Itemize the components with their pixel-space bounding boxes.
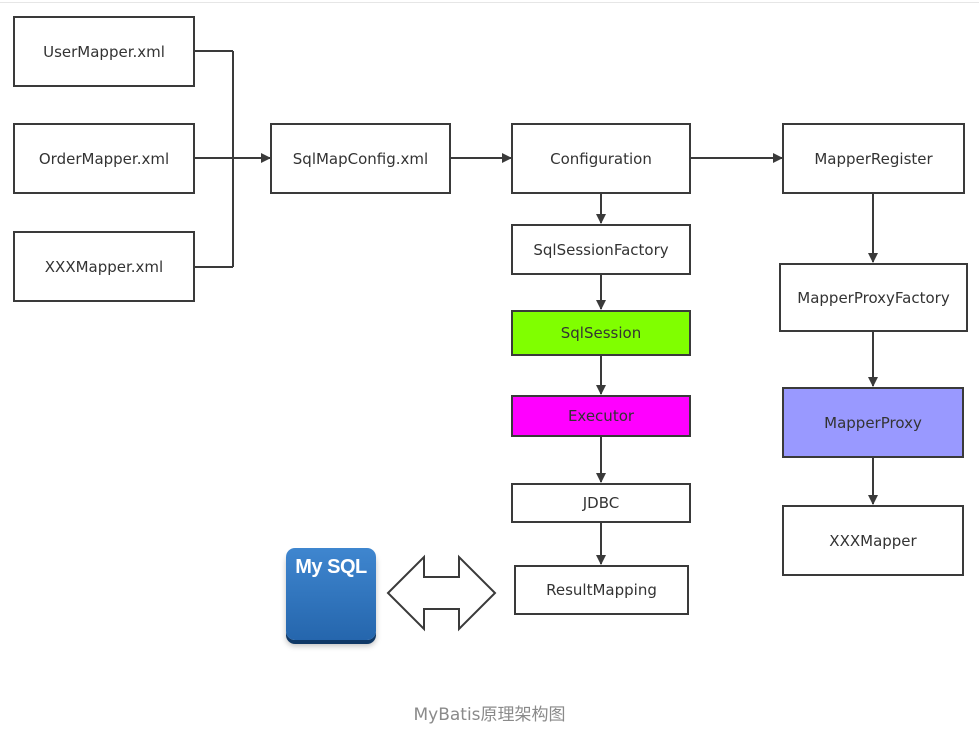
node-mapperregister: MapperRegister (782, 123, 965, 194)
diagram-caption: MyBatis原理架构图 (413, 705, 566, 725)
node-xxxmapper-xml: XXXMapper.xml (13, 231, 195, 302)
mysql-logo-icon: My SQL (286, 548, 376, 640)
node-usermapper-xml: UserMapper.xml (13, 16, 195, 87)
node-executor: Executor (511, 395, 691, 437)
node-sqlsessionfactory: SqlSessionFactory (511, 224, 691, 275)
node-resultmapping: ResultMapping (514, 565, 689, 615)
top-divider (0, 2, 979, 3)
node-mapperproxy: MapperProxy (782, 387, 964, 458)
node-sqlsession: SqlSession (511, 310, 691, 356)
node-configuration: Configuration (511, 123, 691, 194)
mysql-logo-text: My SQL (295, 556, 367, 578)
node-ordermapper-xml: OrderMapper.xml (13, 123, 195, 194)
double-arrow-icon (386, 554, 497, 632)
node-jdbc: JDBC (511, 483, 691, 523)
node-mapperproxyfactory: MapperProxyFactory (779, 263, 968, 332)
node-sqlmapconfig-xml: SqlMapConfig.xml (270, 123, 451, 194)
node-xxxmapper: XXXMapper (782, 505, 964, 576)
